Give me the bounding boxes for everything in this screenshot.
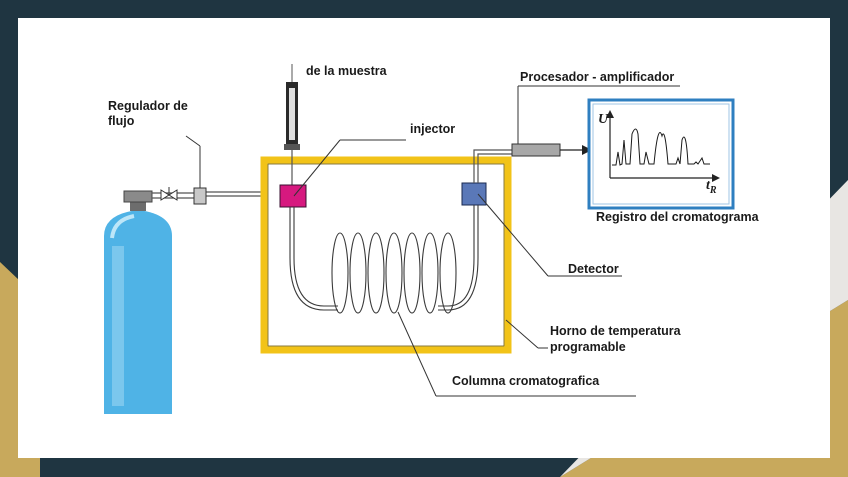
diagram-slide: de la muestra Regulador de flujo injecto… — [18, 18, 830, 458]
flow-regulator-label-line1: Regulador de — [108, 99, 188, 113]
gas-chromatograph-diagram — [104, 64, 735, 414]
oven-label-line2: programable — [550, 340, 626, 354]
injector-leader — [293, 139, 341, 197]
detector-block — [461, 182, 487, 206]
arrow-icon — [582, 145, 592, 155]
syringe-icon — [284, 64, 300, 186]
flow-regulator-label-line2: flujo — [108, 114, 135, 128]
chromatogram-axis-t: tR — [706, 178, 717, 198]
chromatogram-record-label: Registro del cromatograma — [596, 210, 759, 224]
cylinder-icon — [104, 190, 172, 414]
arrow-icon — [606, 110, 614, 118]
valve-icon — [160, 187, 178, 201]
chromatographic-column — [289, 205, 479, 314]
detector-leader — [477, 193, 549, 277]
detector-output-line — [473, 149, 512, 183]
flow-regulator-leader — [185, 135, 201, 147]
arrow-icon — [712, 174, 720, 182]
injector-label: injector — [410, 122, 456, 136]
processor-amplifier — [511, 143, 561, 157]
oven-label-line1: Horno de temperatura — [550, 324, 681, 338]
chromatogram-axis-t-sub: R — [709, 184, 717, 196]
processor-label: Procesador - amplificador — [520, 70, 675, 84]
flow-regulator — [193, 187, 207, 205]
oven-frame-inner-line — [267, 163, 505, 347]
sample-label: de la muestra — [306, 64, 387, 78]
column-label: Columna cromatografica — [452, 374, 600, 388]
chromatogram-frame-inner — [592, 103, 730, 205]
chromatogram-axis-t-main: t — [706, 178, 710, 193]
chromatogram-trace — [612, 128, 710, 166]
detector-output-line — [477, 153, 512, 183]
detector-label: Detector — [568, 262, 619, 276]
injector-block — [279, 184, 307, 208]
oven-leader — [505, 319, 539, 349]
chromatogram-axis-u: U — [598, 112, 609, 127]
column-leader — [397, 311, 437, 397]
